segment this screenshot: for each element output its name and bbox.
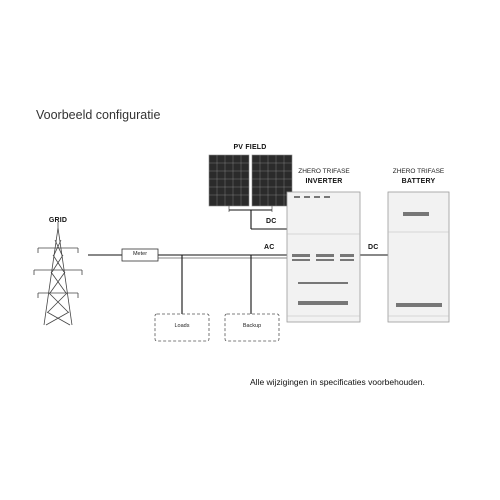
battery-title-line1: ZHERO TRIFASE [392, 168, 445, 175]
grid-label: GRID [48, 217, 68, 224]
ac-bus-line [88, 210, 388, 314]
inverter-cabinet [286, 191, 361, 323]
page-title: Voorbeeld configuratie [36, 108, 161, 122]
loads-box [154, 313, 210, 342]
loads-label: Loads [174, 323, 190, 329]
pv-field-label: PV FIELD [233, 144, 267, 151]
ac-label: AC [264, 244, 275, 251]
grid-tower-icon [33, 222, 83, 326]
battery-cabinet [387, 191, 450, 323]
dc-pv-label: DC [266, 218, 277, 225]
disclaimer-text: Alle wijzigingen in specificaties voorbe… [250, 377, 425, 387]
inverter-title-line1: ZHERO TRIFASE [298, 168, 350, 175]
inverter-title-line2: INVERTER [305, 178, 343, 185]
meter-label: Meter [132, 251, 148, 257]
backup-label: Backup [242, 323, 262, 329]
dc-battery-label: DC [368, 244, 379, 251]
battery-title-line2: BATTERY [401, 178, 436, 185]
pv-panel-icon [208, 154, 293, 212]
meter-box [121, 248, 159, 262]
backup-box [224, 313, 280, 342]
